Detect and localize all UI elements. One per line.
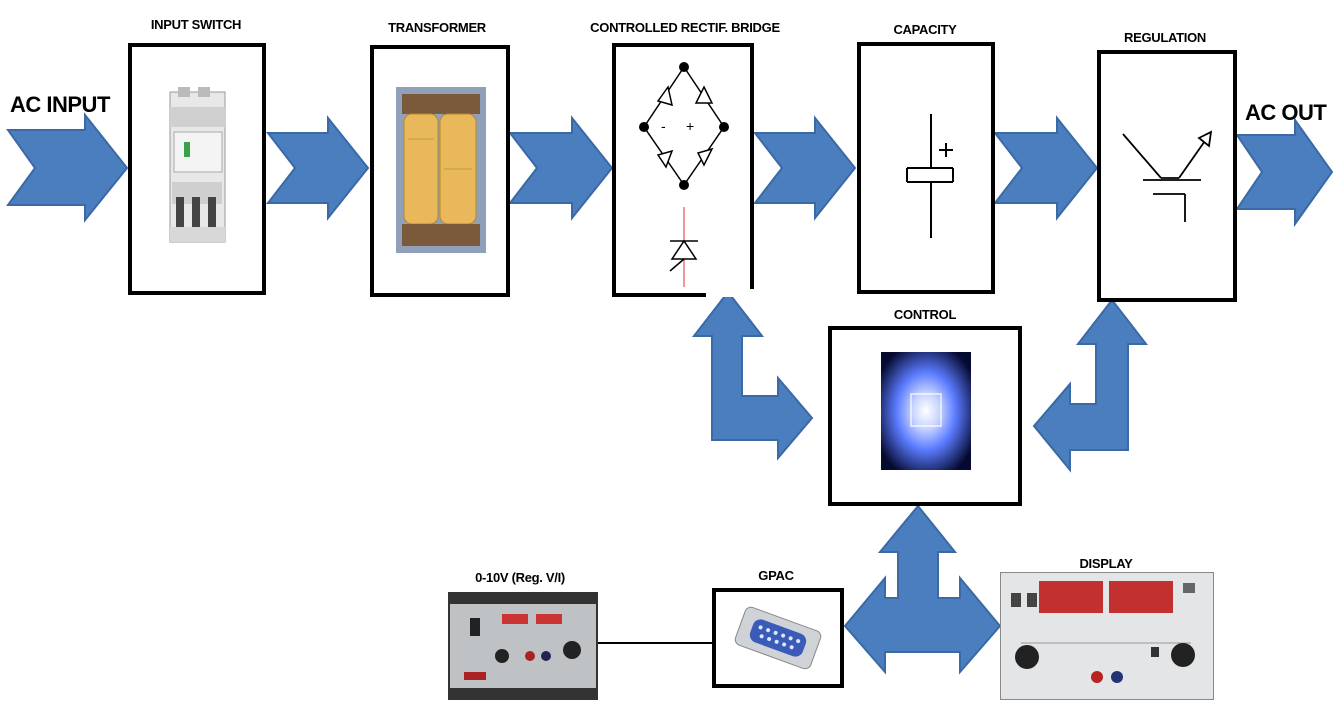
chip-glow-icon (881, 352, 971, 470)
arrow-ac-out (1235, 116, 1334, 228)
ac-out-label: AC OUT (1245, 100, 1327, 125)
arrow-control-to-rectifier (691, 290, 814, 461)
analog-front-panel-icon (450, 594, 596, 698)
analog-panel-image (448, 592, 598, 700)
arrow-control-to-regulation (1032, 298, 1149, 473)
capacity-label: CAPACITY (893, 22, 957, 37)
display-front-panel-icon (1011, 581, 1195, 683)
arrow-rectifier-to-capacity (752, 115, 857, 221)
minus-sign: - (661, 118, 666, 134)
transformer-icon (396, 87, 486, 253)
gpac-box (712, 588, 844, 688)
control-label: CONTROL (893, 307, 957, 322)
arrow-ac-input (6, 112, 129, 223)
input-switch-label: INPUT SWITCH (150, 17, 242, 32)
arrow-switch-to-transformer (265, 115, 370, 221)
analog-label: 0-10V (Reg. V/I) (475, 570, 565, 585)
capacitor-icon (906, 114, 954, 238)
plus-sign: + (686, 118, 694, 134)
transformer-label: TRANSFORMER (388, 20, 486, 35)
regulation-box (1097, 50, 1237, 302)
input-switch-box (128, 43, 266, 295)
ac-input-label: AC INPUT (10, 92, 110, 117)
rectifier-label: CONTROLLED RECTIF. BRIDGE (590, 20, 780, 35)
box-gap (706, 289, 758, 297)
bridge-diode-icon: - + (639, 62, 729, 287)
arrow-control-to-gpac-display (843, 504, 1002, 675)
rectifier-box: - + (612, 43, 758, 297)
gpac-label: GPAC (758, 568, 794, 583)
db-connector-icon (734, 606, 822, 670)
control-box (828, 326, 1022, 506)
display-panel-image (1000, 572, 1214, 700)
circuit-breaker-icon (169, 87, 226, 243)
arrow-capacity-to-regulation (992, 115, 1099, 221)
display-label: DISPLAY (1079, 556, 1133, 571)
capacity-box (857, 42, 995, 294)
regulation-label: REGULATION (1124, 30, 1206, 45)
arrow-transformer-to-rectifier (507, 115, 614, 221)
transformer-box (370, 45, 510, 297)
transistor-icon (1122, 130, 1213, 222)
